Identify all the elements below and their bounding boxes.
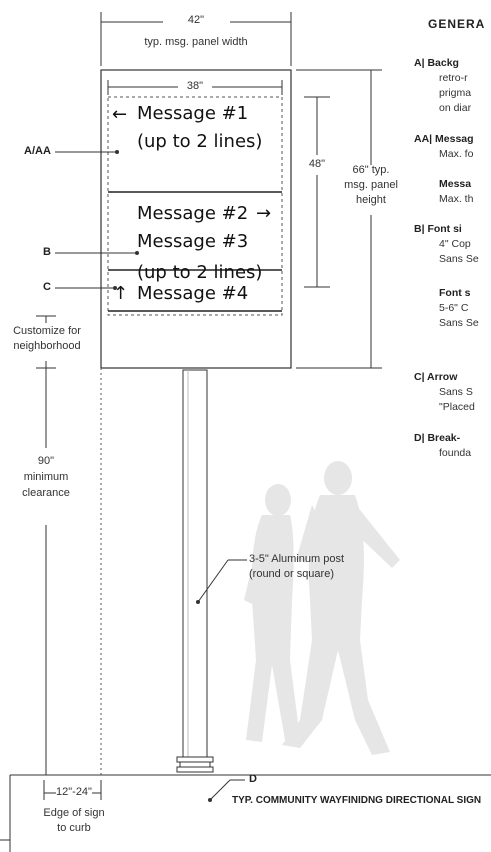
panel-height-label-2: msg. panel: [344, 179, 398, 191]
customize-label-1: Customize for: [13, 325, 81, 337]
spec-d-heading: D| Break-: [414, 432, 461, 444]
clearance-label-3: clearance: [22, 487, 70, 499]
clearance-label-1: 90": [37, 455, 55, 467]
spec-a-line-1: retro-r: [439, 72, 468, 84]
arrow-up-icon: ↑: [113, 283, 129, 304]
message-4: Message #4: [137, 283, 249, 304]
message-1-line-1: Message #1: [137, 103, 249, 124]
curb-distance-label: 12"-24": [56, 786, 92, 798]
spec-b2-heading: Font s: [439, 287, 471, 299]
spec-b2-line-1: 5-6" C: [439, 302, 469, 314]
spec-aa-heading: AA| Messag: [414, 133, 474, 145]
spec-b-heading: B| Font si: [414, 223, 462, 235]
panel-height-label-3: height: [356, 194, 386, 206]
inner-width-label: 38": [186, 80, 204, 92]
message-1-line-2: (up to 2 lines): [137, 131, 263, 152]
pedestrian-silhouettes: [244, 461, 400, 755]
message-3-line-1: Message #3: [137, 231, 249, 252]
spec-aa2-line-1: Max. th: [439, 193, 474, 205]
aluminum-post: [182, 369, 208, 761]
message-2: Message #2: [137, 203, 249, 224]
callout-b: B: [43, 246, 51, 258]
inner-height-label: 48": [308, 158, 326, 170]
spec-d-line-1: founda: [439, 447, 472, 459]
panel-width-caption: typ. msg. panel width: [144, 36, 248, 48]
arrow-left-icon: ←: [112, 104, 128, 125]
diagram-caption: TYP. COMMUNITY WAYFINIDNG DIRECTIONAL SI…: [232, 795, 482, 806]
callout-a-aa: A/AA: [24, 145, 51, 157]
customize-label-2: neighborhood: [13, 340, 81, 352]
curb-caption-2: to curb: [57, 822, 91, 834]
arrow-right-icon: →: [256, 203, 272, 224]
post-callout-2: (round or square): [249, 568, 334, 580]
spec-b-line-1: 4" Cop: [439, 238, 471, 250]
message-area-outline: [107, 96, 283, 316]
spec-a-heading: A| Backg: [414, 57, 459, 69]
breakaway-base: [176, 756, 214, 773]
panel-height-label-1: 66" typ.: [352, 164, 390, 176]
post-callout-1: 3-5" Aluminum post: [249, 553, 345, 565]
spec-aa2-heading: Messa: [439, 178, 472, 190]
clearance-label-2: minimum: [23, 471, 69, 483]
sign-panel: [100, 69, 292, 369]
spec-c-line-2: "Placed: [439, 401, 475, 413]
message-3-line-2: (up to 2 lines): [137, 262, 263, 283]
spec-c-line-1: Sans S: [439, 386, 473, 398]
spec-c-heading: C| Arrow: [414, 371, 458, 383]
spec-b2-line-2: Sans Se: [439, 317, 479, 329]
spec-aa-line-1: Max. fo: [439, 148, 474, 160]
curb-caption-1: Edge of sign: [43, 807, 105, 819]
callout-d: D: [249, 773, 257, 785]
specs-heading: GENERA: [428, 17, 486, 31]
spec-a-line-3: on diar: [439, 102, 472, 114]
panel-width-label: 42": [187, 14, 205, 26]
spec-a-line-2: prigma: [439, 87, 472, 99]
spec-b-line-2: Sans Se: [439, 253, 479, 265]
callout-c: C: [43, 281, 51, 293]
